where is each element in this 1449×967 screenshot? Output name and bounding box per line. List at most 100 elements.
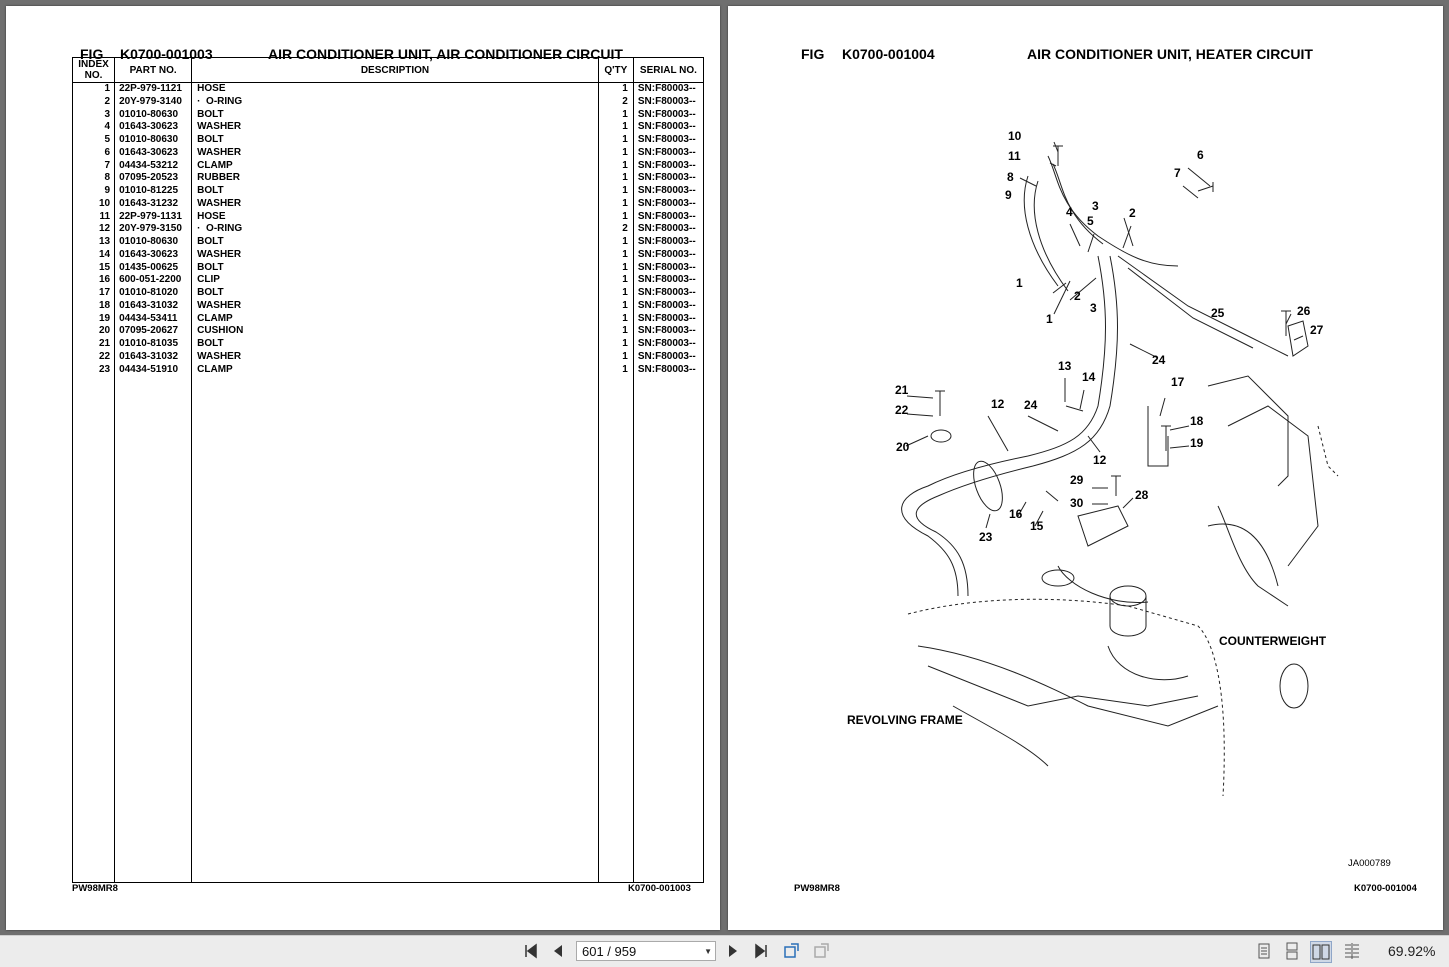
qty-cell: 1 — [597, 350, 634, 364]
part-no-cell: 01435-00625 — [114, 261, 193, 275]
revolving-frame-label: REVOLVING FRAME — [847, 713, 963, 727]
two-page-view-button[interactable] — [1310, 941, 1332, 963]
callout-number: 8 — [1007, 170, 1014, 184]
qty-cell: 1 — [597, 236, 634, 249]
serial-cell: SN:F80003-- — [632, 82, 705, 96]
part-no-cell: 04434-51910 — [114, 363, 193, 377]
zoom-level[interactable]: 69.92% — [1388, 943, 1436, 959]
callout-number: 1 — [1016, 276, 1023, 290]
qty-cell: 1 — [597, 172, 634, 185]
index-cell: 6 — [71, 146, 116, 160]
footer-code: K0700-001003 — [628, 883, 691, 894]
single-page-icon — [1258, 943, 1270, 959]
part-no-cell: 01643-31232 — [114, 197, 193, 211]
part-no-cell: 22P-979-1121 — [114, 82, 193, 96]
next-view-icon — [814, 943, 829, 958]
counterweight-label: COUNTERWEIGHT — [1219, 634, 1327, 648]
footer-model: PW98MR8 — [794, 883, 840, 894]
part-no-cell: 01010-80630 — [114, 236, 193, 249]
serial-cell: SN:F80003-- — [632, 197, 705, 211]
qty-cell: 1 — [597, 287, 634, 300]
continuous-page-icon — [1286, 942, 1298, 960]
col-qty: Q'TY — [597, 57, 634, 83]
description-cell: BOLT — [191, 236, 599, 249]
part-no-cell: 04434-53411 — [114, 312, 193, 326]
description-cell: HOSE — [191, 82, 599, 96]
callout-number: 21 — [895, 383, 909, 397]
previous-view-button[interactable] — [782, 941, 802, 961]
description-cell: · O-RING — [191, 223, 599, 236]
fig-label: FIG — [801, 46, 825, 62]
callout-number: 12 — [1093, 453, 1107, 467]
part-no-cell: 01010-80630 — [114, 134, 193, 147]
serial-cell: SN:F80003-- — [632, 121, 705, 134]
empty-cell — [71, 376, 116, 883]
description-cell: BOLT — [191, 108, 599, 122]
serial-cell: SN:F80003-- — [632, 299, 705, 313]
qty-cell: 1 — [597, 325, 634, 338]
two-page-continuous-button[interactable] — [1342, 941, 1362, 961]
callout-number: 25 — [1211, 306, 1225, 320]
callout-number: 2 — [1074, 289, 1081, 303]
serial-cell: SN:F80003-- — [632, 159, 705, 173]
part-no-cell: 04434-53212 — [114, 159, 193, 173]
description-cell: BOLT — [191, 287, 599, 300]
serial-cell: SN:F80003-- — [632, 248, 705, 262]
callout-number: 16 — [1009, 507, 1023, 521]
part-no-cell: 07095-20523 — [114, 172, 193, 185]
index-cell: 19 — [71, 312, 116, 326]
qty-cell: 1 — [597, 134, 634, 147]
description-cell: CLIP — [191, 274, 599, 287]
description-cell: CUSHION — [191, 325, 599, 338]
serial-cell: SN:F80003-- — [632, 95, 705, 109]
callout-number: 13 — [1058, 359, 1072, 373]
callout-number: 29 — [1070, 473, 1084, 487]
first-page-button[interactable] — [521, 941, 541, 961]
continuous-view-button[interactable] — [1282, 941, 1302, 961]
qty-cell: 1 — [597, 121, 634, 134]
parts-table-header: INDEX NO. PART NO. DESCRIPTION Q'TY SERI… — [71, 57, 705, 83]
callout-number: 22 — [895, 403, 909, 417]
serial-cell: SN:F80003-- — [632, 261, 705, 275]
page-number-input[interactable]: 601 / 959 ▼ — [576, 941, 716, 961]
chevron-down-icon[interactable]: ▼ — [704, 947, 712, 956]
previous-page-button[interactable] — [548, 941, 568, 961]
callout-number: 15 — [1030, 519, 1044, 533]
qty-cell: 1 — [597, 146, 634, 160]
next-page-button[interactable] — [723, 941, 743, 961]
qty-cell: 1 — [597, 82, 634, 96]
last-page-button[interactable] — [751, 941, 771, 961]
description-cell: RUBBER — [191, 172, 599, 185]
drawing-id: JA000789 — [1348, 858, 1391, 869]
last-page-icon — [755, 943, 767, 959]
col-part-no: PART NO. — [114, 57, 193, 83]
index-cell: 7 — [71, 159, 116, 173]
serial-cell: SN:F80003-- — [632, 185, 705, 198]
next-view-button[interactable] — [812, 941, 832, 961]
part-no-cell: 22P-979-1131 — [114, 210, 193, 224]
description-cell: CLAMP — [191, 363, 599, 377]
description-cell: WASHER — [191, 197, 599, 211]
callout-number: 24 — [1152, 353, 1166, 367]
empty-cell — [191, 376, 599, 883]
callout-number: 12 — [991, 397, 1005, 411]
description-cell: · O-RING — [191, 95, 599, 109]
qty-cell: 2 — [597, 223, 634, 236]
serial-cell: SN:F80003-- — [632, 350, 705, 364]
single-page-view-button[interactable] — [1254, 941, 1274, 961]
callout-number: 20 — [896, 440, 910, 454]
description-cell: CLAMP — [191, 312, 599, 326]
serial-cell: SN:F80003-- — [632, 236, 705, 249]
serial-cell: SN:F80003-- — [632, 210, 705, 224]
callout-number: 4 — [1066, 205, 1073, 219]
